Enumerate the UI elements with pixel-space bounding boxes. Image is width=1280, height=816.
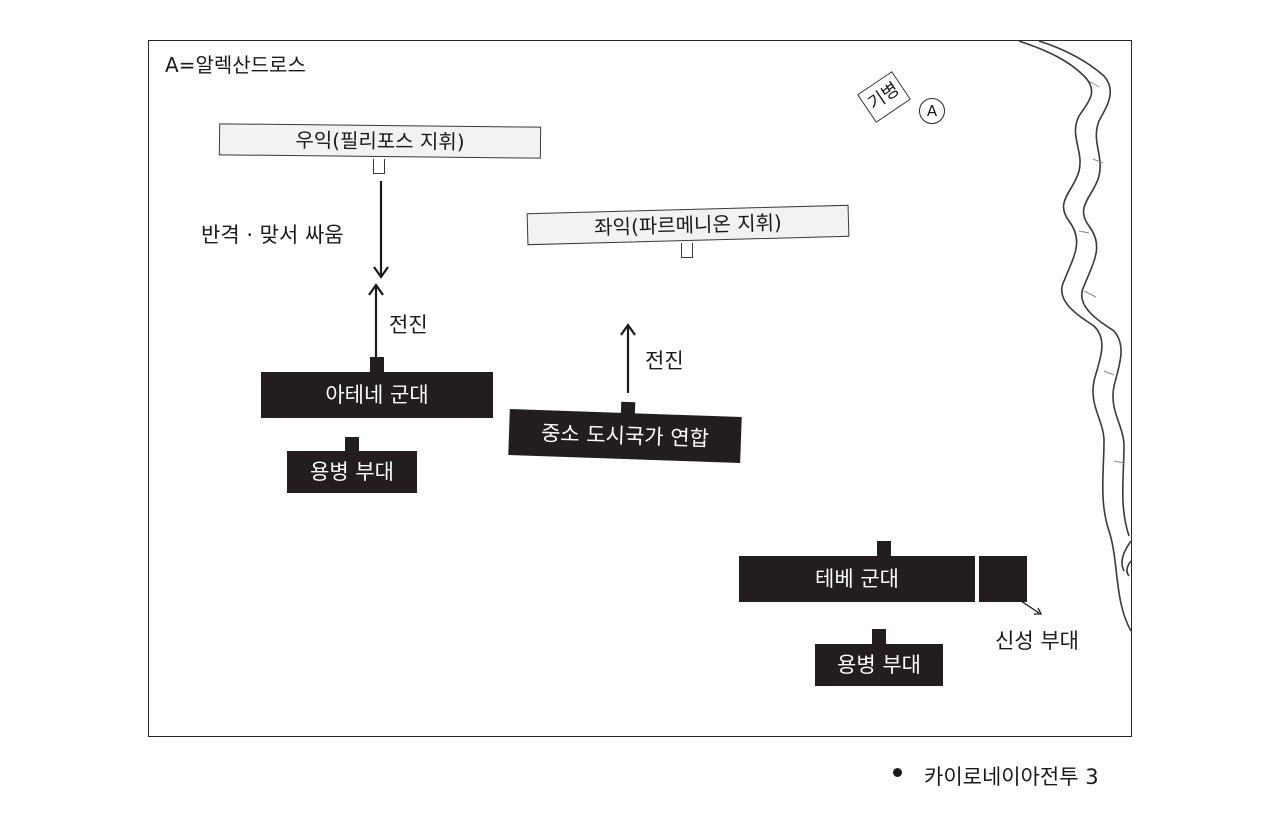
right-wing-label: 우익(필리포스 지휘) xyxy=(295,128,465,154)
athens-label: 아테네 군대 xyxy=(325,383,429,407)
sacred-band-block xyxy=(979,556,1027,602)
advance-label-2: 전진 xyxy=(645,349,684,373)
thebes-unit: 테베 군대 xyxy=(739,556,975,602)
mercenary-2-tab xyxy=(872,629,886,645)
sacred-band-pointer xyxy=(1020,600,1043,615)
sacred-band-label: 신성 부대 xyxy=(995,629,1079,653)
right-wing-box: 우익(필리포스 지휘) xyxy=(218,123,542,159)
left-wing-tab xyxy=(681,243,693,258)
thebes-tab xyxy=(877,541,891,557)
thebes-label: 테베 군대 xyxy=(815,567,899,591)
alexander-marker: A xyxy=(919,98,945,124)
small-states-label: 중소 도시국가 연합 xyxy=(540,421,710,451)
bullet-icon xyxy=(893,768,902,777)
athens-unit: 아테네 군대 xyxy=(261,372,493,418)
river-line xyxy=(1018,41,1131,632)
arrow-down-icon xyxy=(373,181,389,279)
advance-label-1: 전진 xyxy=(389,313,428,337)
mercenary-2-label: 용병 부대 xyxy=(837,653,921,677)
mercenary-1-tab xyxy=(345,437,359,453)
mercenary-1-unit: 용병 부대 xyxy=(287,451,417,493)
figure-caption: 카이로네이아전투 3 xyxy=(924,765,1099,789)
small-states-unit: 중소 도시국가 연합 xyxy=(508,408,742,464)
mercenary-2-unit: 용병 부대 xyxy=(815,644,943,686)
legend-text: A=알렉산드로스 xyxy=(165,53,306,77)
left-wing-label: 좌익(파르메니온 지휘) xyxy=(593,210,783,240)
athens-tab xyxy=(370,357,384,373)
mercenary-1-label: 용병 부대 xyxy=(310,460,394,484)
counter-label: 반격 · 맞서 싸움 xyxy=(201,223,344,247)
arrow-up-icon xyxy=(368,283,384,357)
arrow-up-icon xyxy=(620,323,636,393)
battle-map: A=알렉산드로스 기병 A 우익(필리포스 지휘) 반격 · 맞서 싸움 전진 … xyxy=(148,40,1132,737)
right-wing-tab xyxy=(373,159,385,174)
